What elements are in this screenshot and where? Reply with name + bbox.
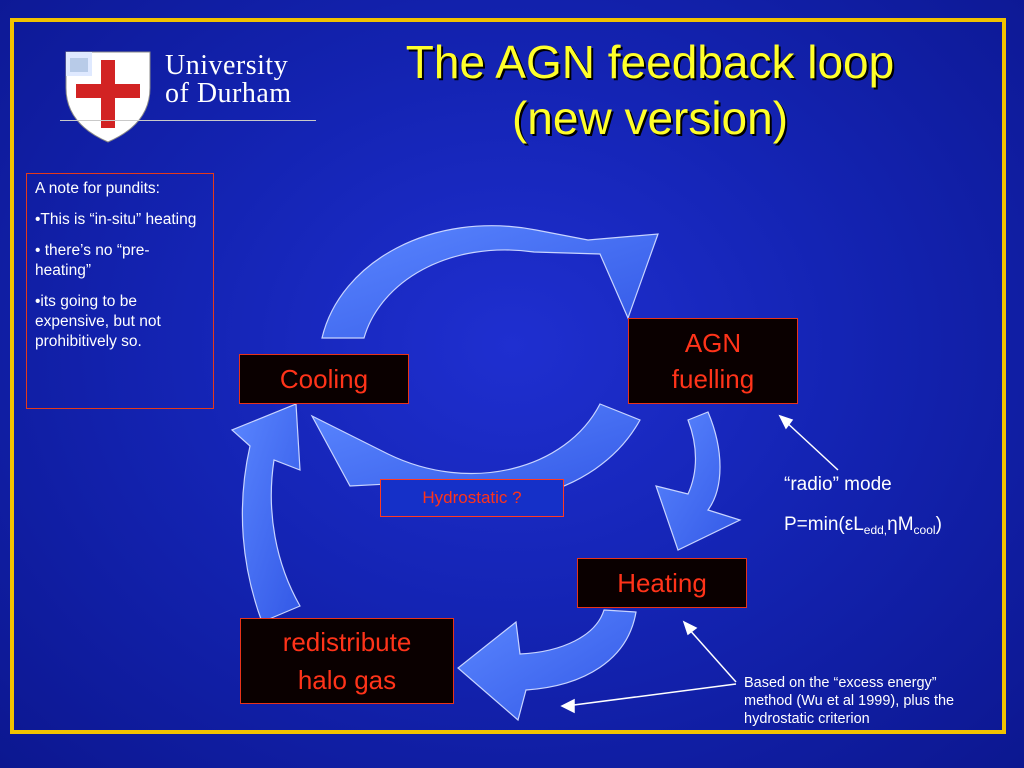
university-name-line2: of Durham (165, 78, 292, 109)
pundits-note-box: A note for pundits: •This is “in-situ” h… (26, 173, 214, 409)
university-name: University of Durham (165, 52, 292, 108)
based-on-pointer-redistribute (565, 683, 737, 707)
redist-label-line1: redistribute (282, 627, 412, 657)
power-formula: P=min(εLedd,ηMcool) (784, 514, 942, 537)
formula-suffix: ) (935, 514, 942, 535)
arrow-inner-return (310, 403, 641, 503)
note-item: •This is “in-situ” heating (35, 211, 197, 228)
radio-mode-pointer (783, 419, 839, 471)
university-name-line1: University (165, 50, 289, 81)
based-on-note: Based on the “excess energy” method (Wu … (744, 675, 955, 727)
arrow-agn-to-heating (655, 411, 742, 551)
hydrostatic-box: Hydrostatic ? (380, 479, 564, 517)
formula-epsilon: ε (844, 514, 854, 535)
heating-label: Heating (617, 567, 707, 598)
formula-L: L (853, 514, 864, 535)
arrow-cooling-to-agn (321, 225, 659, 339)
agn-label-line1: AGN (684, 328, 742, 358)
based-on-pointer-heating (687, 627, 737, 683)
title-line2: (new version) (511, 92, 789, 144)
note-heading: A note for pundits: (35, 180, 160, 197)
slide-frame (10, 18, 1006, 734)
arrow-redistribute-to-cooling (230, 403, 301, 623)
formula-M: M (897, 514, 914, 535)
slide-title: The AGN feedback loop (new version) (330, 34, 970, 146)
heating-box: Heating (577, 558, 747, 608)
note-item: •its going to be expensive, but not proh… (35, 293, 161, 350)
cooling-label: Cooling (279, 363, 369, 394)
formula-cool-subscript: cool (913, 523, 936, 537)
arrow-heating-to-redistribute (457, 609, 637, 722)
university-crest-logo (65, 51, 151, 143)
redist-label-line2: halo gas (297, 665, 397, 695)
radio-mode-label: “radio” mode (784, 474, 892, 495)
agn-fuelling-box: AGN fuelling (628, 318, 798, 404)
formula-prefix: P=min( (784, 514, 845, 535)
title-line1: The AGN feedback loop (405, 36, 895, 88)
redistribute-halo-gas-box: redistribute halo gas (240, 618, 454, 704)
logo-divider (60, 120, 316, 121)
agn-label-line2: fuelling (671, 364, 755, 394)
formula-edd-subscript: edd, (863, 523, 888, 537)
hydrostatic-label: Hydrostatic ? (422, 488, 522, 507)
cooling-box: Cooling (239, 354, 409, 404)
formula-eta: η (887, 514, 898, 535)
note-item: • there’s no “pre-heating” (35, 242, 150, 279)
